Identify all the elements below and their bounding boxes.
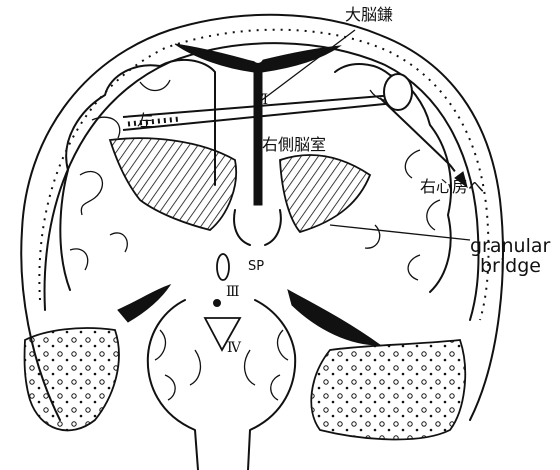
granular-bridge-leader — [330, 225, 470, 240]
reservoir — [384, 74, 412, 110]
aqueduct — [214, 300, 221, 307]
label-left: 左 — [137, 111, 153, 130]
left-lateral-ventricle — [110, 138, 236, 230]
catheter-tip-dots — [128, 119, 180, 124]
label-ventricle-iii: Ⅲ — [226, 284, 240, 300]
label-to-right-atrium: 右心房へ — [420, 177, 484, 196]
tentorium-left — [118, 285, 170, 322]
label-bridge: bridge — [480, 255, 541, 277]
sagittal-sinus — [253, 53, 263, 63]
tentorium-right — [288, 290, 380, 345]
septum-pellucidum — [234, 210, 281, 245]
right-lateral-ventricle — [280, 155, 370, 232]
label-ventricle-vi: Ⅵ — [253, 92, 268, 108]
label-sp: SP — [248, 259, 264, 274]
skull-base-left — [25, 328, 119, 430]
skull-base-right — [311, 340, 465, 439]
label-ventricle-iv: Ⅳ — [227, 340, 242, 356]
label-right-ventricle: 右側脳室 — [262, 135, 326, 154]
third-ventricle — [217, 254, 229, 280]
label-falx: 大脳鎌 — [345, 5, 393, 24]
label-granular: granular — [470, 235, 551, 257]
skull-dotted-band — [39, 30, 488, 320]
